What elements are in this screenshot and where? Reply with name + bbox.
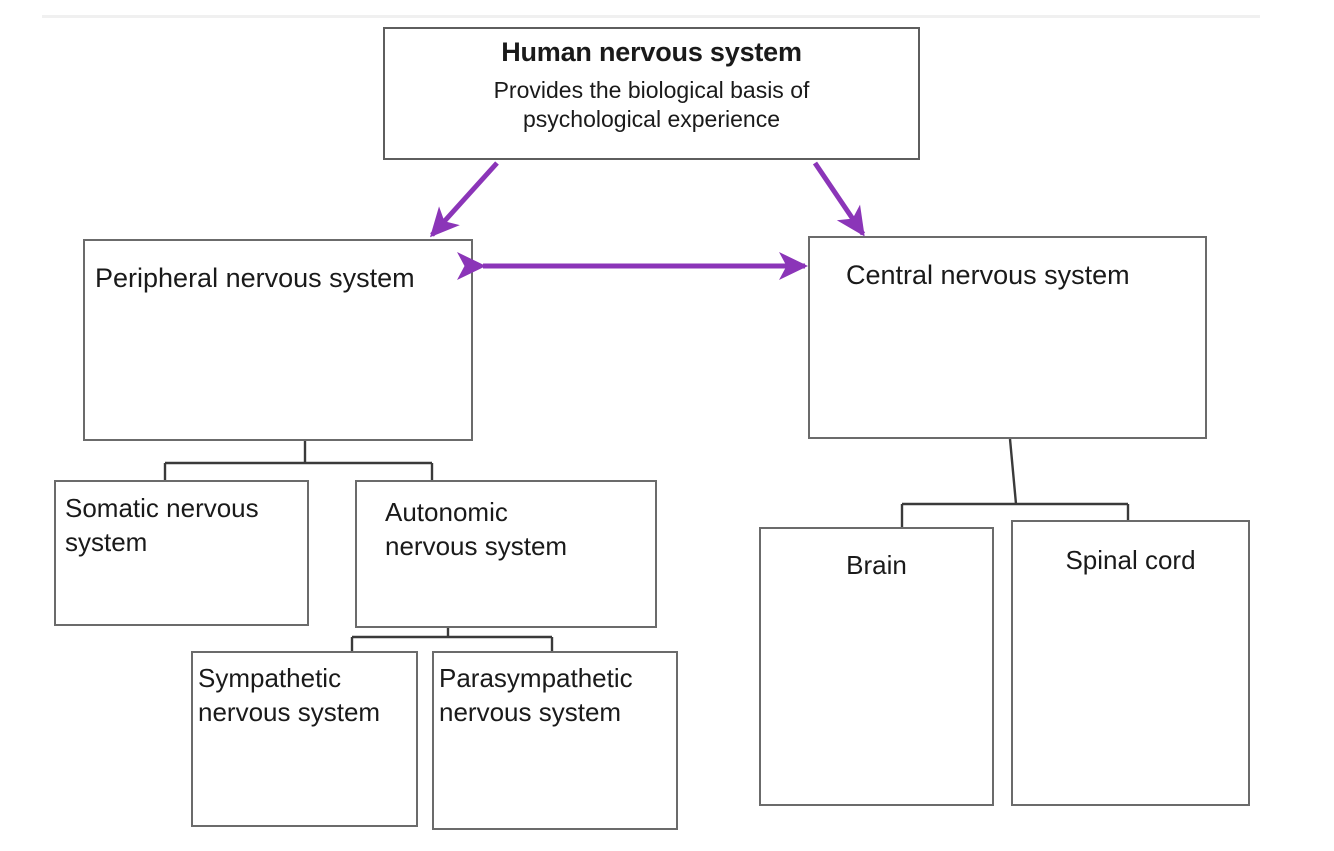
node-brain[interactable]: Brain xyxy=(759,527,994,806)
wire-cns-stem xyxy=(1008,438,1018,505)
root-subtitle-line-1: Provides the biological basis of xyxy=(493,77,810,103)
autonomic-label: Autonomic nervous system xyxy=(385,496,567,564)
parasympathetic-label-line-2: nervous system xyxy=(439,696,622,727)
root-subtitle-line-2: psychological experience xyxy=(523,106,780,133)
autonomic-label-line-2: nervous system xyxy=(385,530,568,561)
node-peripheral-nervous-system[interactable]: Peripheral nervous system xyxy=(83,239,473,441)
node-sympathetic-nervous-system[interactable]: Sympathetic nervous system xyxy=(191,651,418,827)
somatic-label-line-1: Somatic nervous xyxy=(65,493,259,523)
somatic-label: Somatic nervous system xyxy=(65,492,259,560)
pns-label: Peripheral nervous system xyxy=(95,263,415,293)
root-subtitle: Provides the biological basis of psychol… xyxy=(385,76,918,135)
node-central-nervous-system[interactable]: Central nervous system xyxy=(808,236,1207,439)
node-somatic-nervous-system[interactable]: Somatic nervous system xyxy=(54,480,309,626)
sympathetic-label: Sympathetic nervous system xyxy=(198,662,380,730)
cns-label: Central nervous system xyxy=(846,260,1130,290)
arrow-root-to-cns xyxy=(812,161,866,237)
root-title: Human nervous system xyxy=(501,37,802,67)
parasympathetic-label: Parasympathetic nervous system xyxy=(439,662,633,730)
brain-label: Brain xyxy=(846,550,907,580)
autonomic-label-line-1: Autonomic xyxy=(385,497,508,527)
node-human-nervous-system[interactable]: Human nervous system Provides the biolog… xyxy=(383,27,920,160)
parasympathetic-label-line-1: Parasympathetic xyxy=(439,663,633,693)
sympathetic-label-line-1: Sympathetic xyxy=(198,663,342,693)
node-autonomic-nervous-system[interactable]: Autonomic nervous system xyxy=(355,480,657,628)
somatic-label-line-2: system xyxy=(65,526,148,557)
top-divider-rule xyxy=(42,15,1260,18)
node-spinal-cord[interactable]: Spinal cord xyxy=(1011,520,1250,806)
arrow-root-to-pns xyxy=(429,161,499,238)
sympathetic-label-line-2: nervous system xyxy=(198,696,381,727)
spinal-cord-label: Spinal cord xyxy=(1065,545,1196,575)
node-parasympathetic-nervous-system[interactable]: Parasympathetic nervous system xyxy=(432,651,678,830)
